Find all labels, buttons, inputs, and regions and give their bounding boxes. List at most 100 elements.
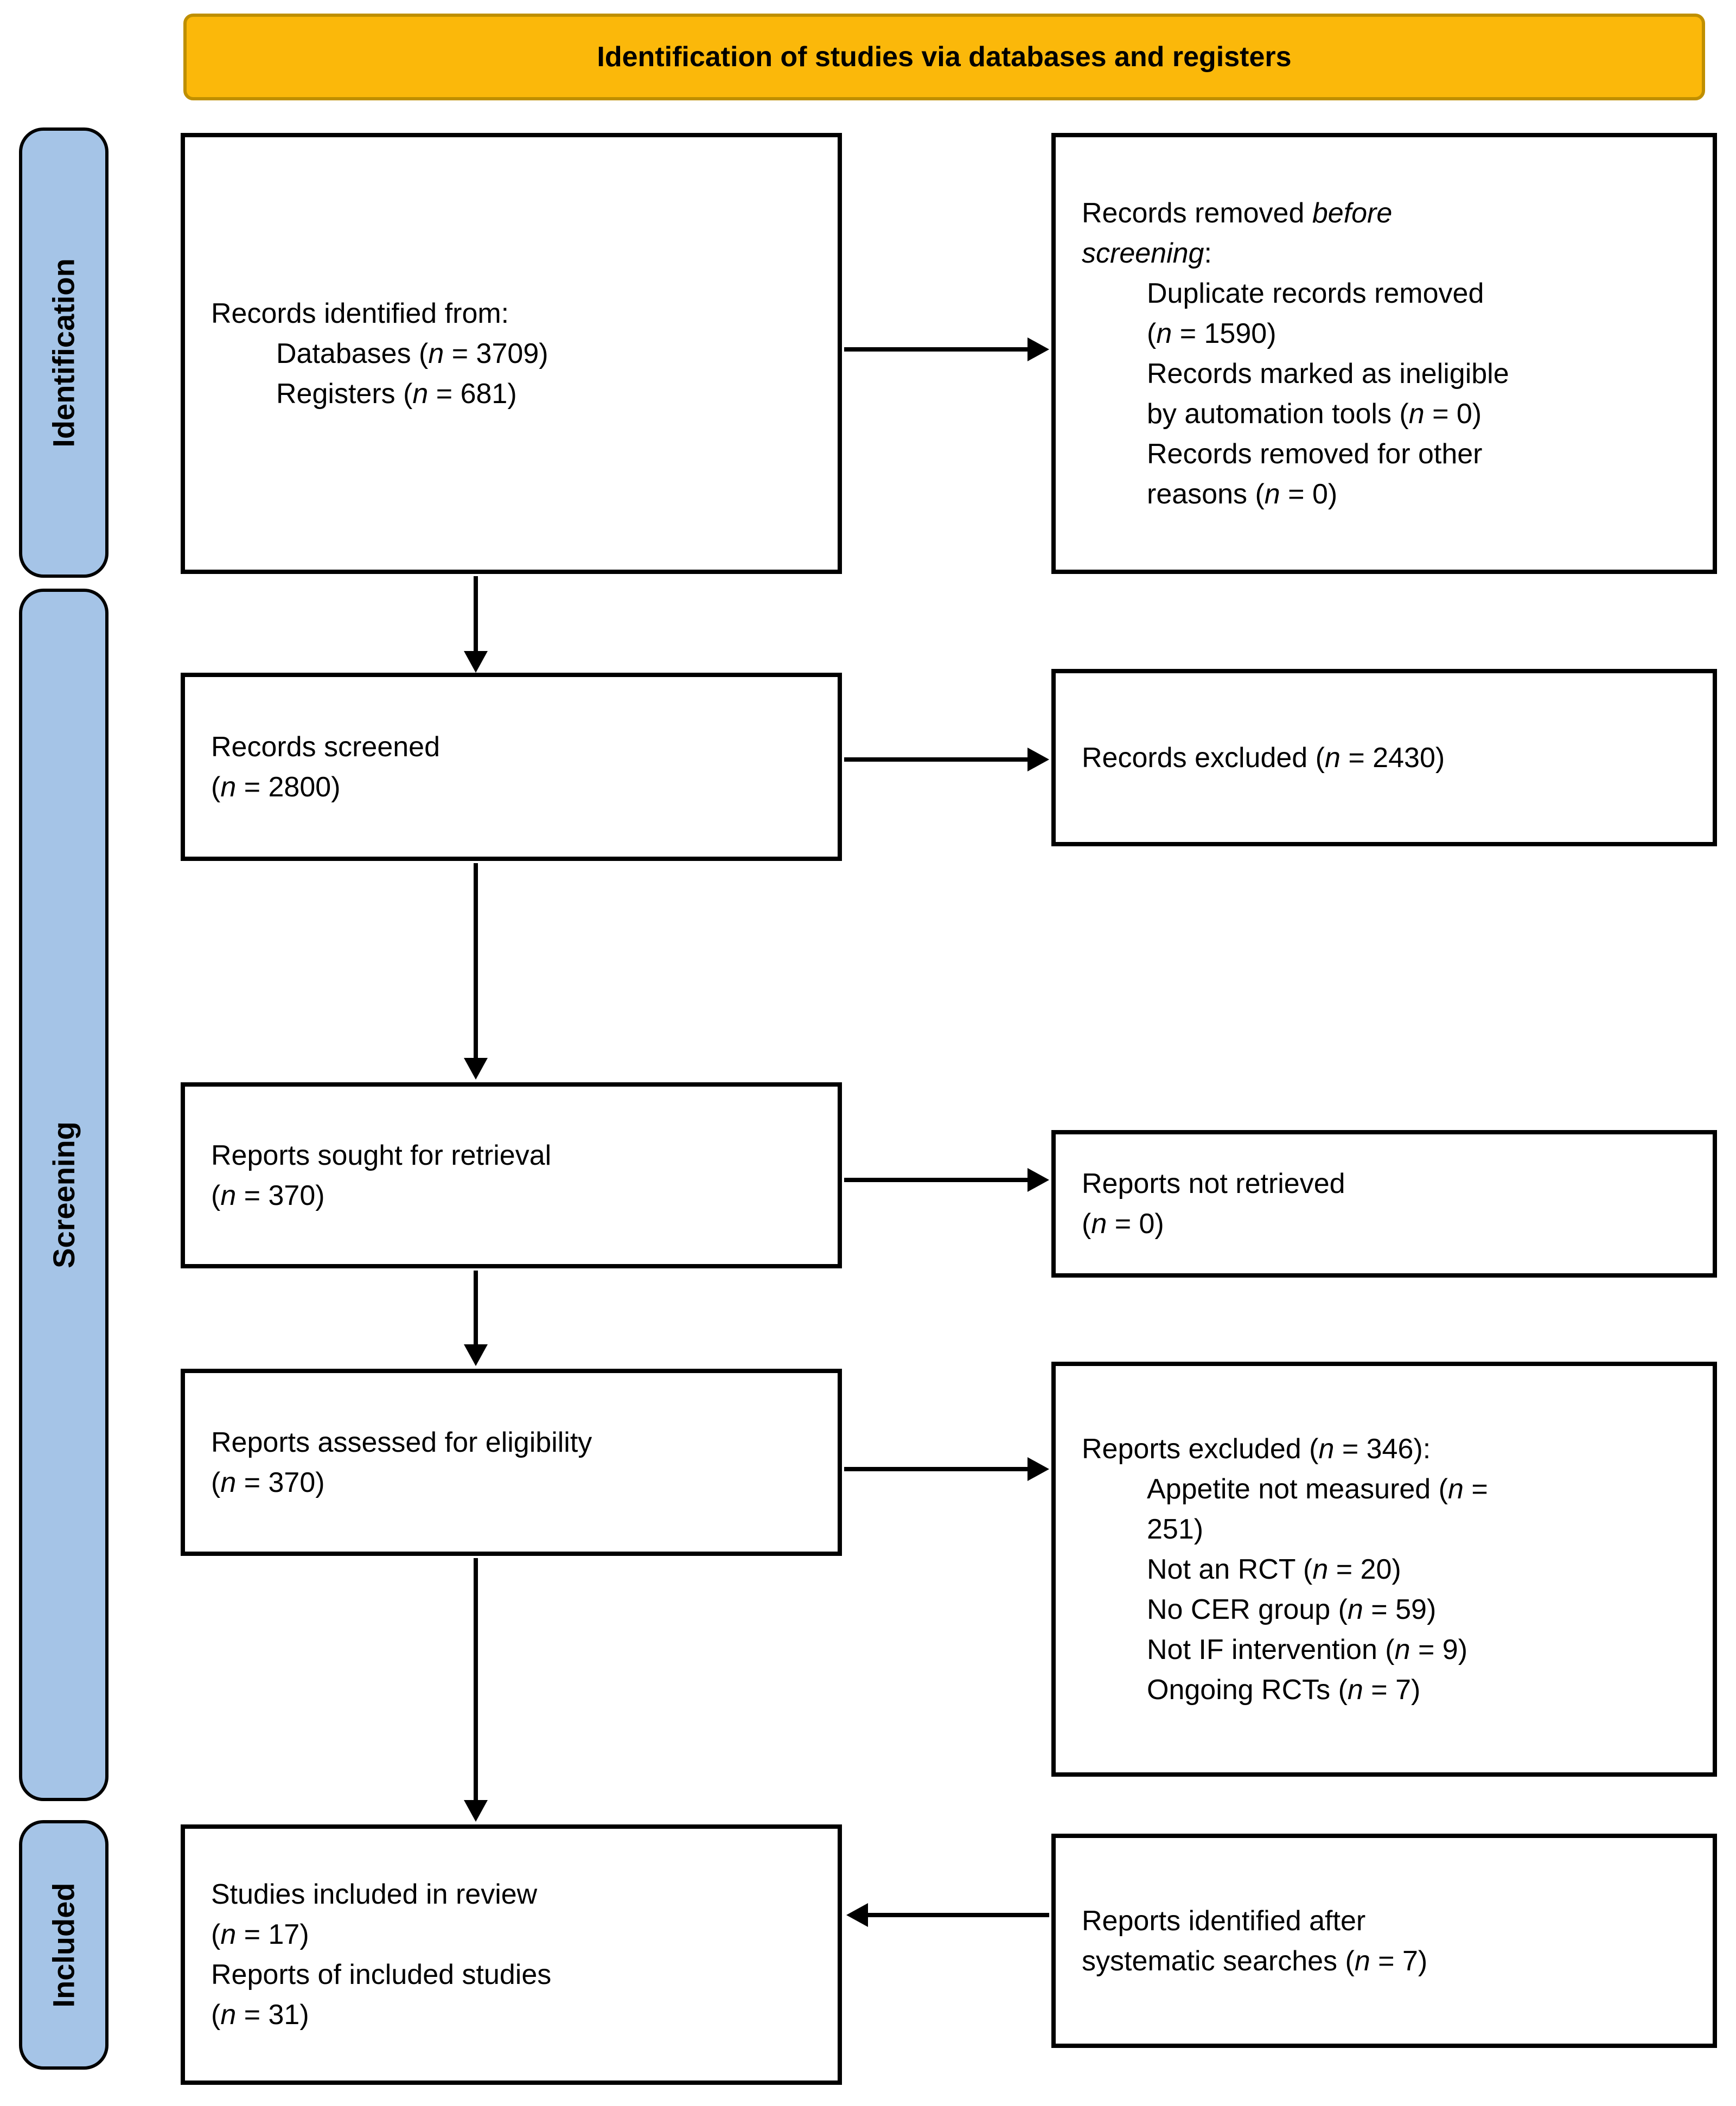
text: Registers (: [276, 378, 413, 410]
italic-text: n: [1408, 398, 1425, 430]
text: = 7): [1370, 1945, 1428, 1977]
text-line: (n = 17): [211, 1914, 821, 1955]
text: (: [1082, 1208, 1092, 1240]
italic-text: n: [428, 337, 444, 369]
italic-text: screening: [1082, 237, 1204, 269]
italic-text: n: [1264, 478, 1280, 510]
stage-tab-included: Included: [19, 1820, 108, 2070]
text: :: [1204, 237, 1212, 269]
text: = 9): [1410, 1633, 1468, 1665]
text: = 7): [1363, 1674, 1421, 1706]
box-reports-excluded: Reports excluded (n = 346):Appetite not …: [1051, 1362, 1717, 1777]
text: = 346):: [1334, 1433, 1431, 1465]
box-records-removed-before-screening: Records removed before screening: Duplicat…: [1051, 133, 1717, 574]
text-line: 251): [1082, 1509, 1696, 1549]
italic-text: n: [1347, 1674, 1363, 1706]
text: Reports assessed for eligibility: [211, 1426, 592, 1458]
italic-text: n: [1354, 1945, 1370, 1977]
box-studies-included-in-review: Studies included in review(n = 17)Report…: [181, 1824, 842, 2085]
text-line: reasons (n = 0): [1082, 474, 1696, 514]
arrow-assessed-to-included: [464, 1558, 488, 1822]
text: Appetite not measured (: [1147, 1473, 1448, 1505]
text: = 17): [236, 1919, 309, 1950]
text: = 59): [1363, 1593, 1437, 1625]
text-line: (n = 1590): [1082, 314, 1696, 354]
text: = 2800): [236, 771, 341, 803]
text: (: [211, 1466, 221, 1498]
text: Not IF intervention (: [1147, 1633, 1395, 1665]
text: (: [211, 1999, 221, 2031]
text: Duplicate records removed: [1147, 277, 1484, 309]
text-line: Records identified from:: [211, 293, 821, 334]
text: Records excluded (: [1082, 742, 1325, 774]
text: Reports sought for retrieval: [211, 1139, 552, 1171]
italic-text: n: [1394, 1633, 1410, 1665]
text: (: [211, 1179, 221, 1211]
text: Ongoing RCTs (: [1147, 1674, 1348, 1706]
text: systematic searches (: [1082, 1945, 1355, 1977]
italic-text: n: [1448, 1473, 1464, 1505]
text: (: [211, 1919, 221, 1950]
text: = 1590): [1172, 317, 1277, 349]
text: (: [1147, 317, 1157, 349]
box-reports-sought-for-retrieval: Reports sought for retrieval (n = 370): [181, 1082, 842, 1268]
text: = 20): [1328, 1553, 1401, 1585]
text: Records marked as ineligible: [1147, 358, 1509, 390]
box-reports-assessed-for-eligibility: Reports assessed for eligibility (n = 370…: [181, 1369, 842, 1556]
text-line: Reports excluded (n = 346):: [1082, 1429, 1696, 1469]
text: Studies included in review: [211, 1879, 538, 1910]
text-line: (n = 2800): [211, 767, 821, 807]
arrow-sought-to-not-retrieved: [844, 1168, 1049, 1192]
italic-text: n: [220, 1466, 237, 1498]
arrow-sought-to-assessed: [464, 1271, 488, 1366]
stage-tab-screening: Screening: [19, 589, 108, 1801]
stage-label-identification: Identification: [47, 258, 81, 448]
italic-text: before: [1312, 197, 1393, 229]
text-line: Not an RCT (n = 20): [1082, 1549, 1696, 1590]
text: (: [211, 771, 221, 803]
text-line: Studies included in review: [211, 1874, 821, 1914]
arrow-assessed-to-reports-excluded: [844, 1457, 1049, 1481]
text: No CER group (: [1147, 1593, 1348, 1625]
arrow-identified-to-removed: [844, 337, 1049, 361]
text-line: No CER group (n = 59): [1082, 1590, 1696, 1630]
text-line: Records removed before: [1082, 193, 1696, 233]
italic-text: n: [220, 771, 237, 803]
italic-text: n: [1312, 1553, 1329, 1585]
text: Reports excluded (: [1082, 1433, 1319, 1465]
text: reasons (: [1147, 478, 1265, 510]
italic-text: n: [1156, 317, 1172, 349]
text-line: Databases (n = 3709): [211, 334, 821, 374]
italic-text: n: [1318, 1433, 1335, 1465]
text-line: systematic searches (n = 7): [1082, 1941, 1696, 1981]
text: Reports not retrieved: [1082, 1168, 1345, 1199]
text-line: Reports not retrieved: [1082, 1164, 1696, 1204]
text: = 3709): [444, 337, 548, 369]
text: = 370): [236, 1466, 325, 1498]
italic-text: n: [220, 1919, 237, 1950]
text-line: Records marked as ineligible: [1082, 354, 1696, 394]
italic-text: n: [1091, 1208, 1107, 1240]
stage-tab-identification: Identification: [19, 127, 108, 578]
arrow-identified-to-screened: [464, 576, 488, 673]
text: Records removed: [1082, 197, 1312, 229]
box-reports-not-retrieved: Reports not retrieved(n = 0): [1051, 1130, 1717, 1278]
text-line: Not IF intervention (n = 9): [1082, 1630, 1696, 1670]
text-line: Appetite not measured (n =: [1082, 1469, 1696, 1509]
text: by automation tools (: [1147, 398, 1409, 430]
text-line: (n = 370): [211, 1176, 821, 1216]
text-line: Registers (n = 681): [211, 374, 821, 414]
text: 251): [1147, 1513, 1204, 1545]
text: Records screened: [211, 731, 440, 763]
text: Records removed for other: [1147, 438, 1483, 470]
italic-text: n: [220, 1999, 237, 2031]
banner: Identification of studies via databases …: [183, 14, 1705, 100]
text-line: Records removed for other: [1082, 434, 1696, 474]
text: = 31): [236, 1999, 309, 2031]
arrow-screened-to-sought: [464, 863, 488, 1080]
text-line: Ongoing RCTs (n = 7): [1082, 1670, 1696, 1710]
arrow-screened-to-excluded: [844, 748, 1049, 771]
